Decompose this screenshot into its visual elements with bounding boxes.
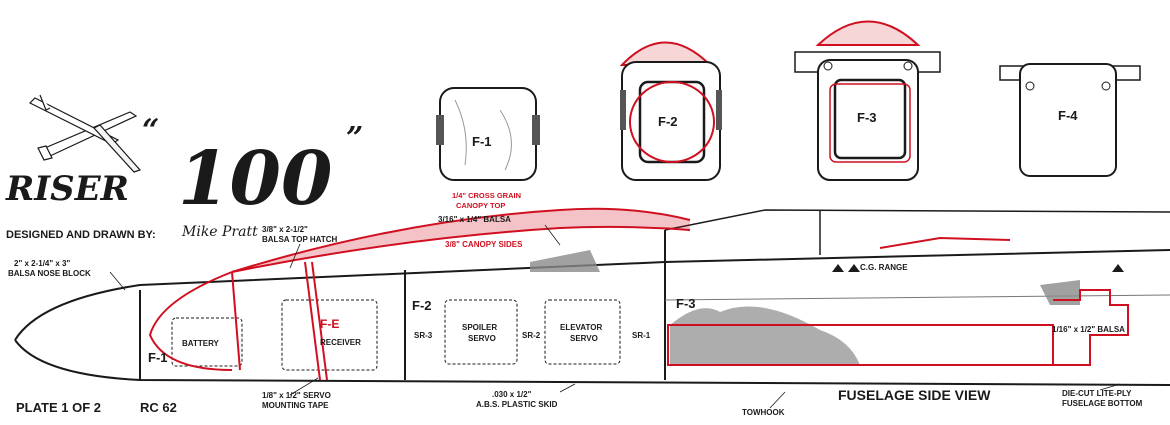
elevator-servo-label-1: ELEVATOR xyxy=(560,323,602,332)
former-f3-diagram: F-3 xyxy=(794,20,941,181)
elevator-servo-label-2: SERVO xyxy=(570,334,598,343)
bottom-callout-2: FUSELAGE BOTTOM xyxy=(1062,399,1143,408)
ballast-shading xyxy=(670,306,860,365)
rear-block-shading xyxy=(1040,280,1080,305)
cg-range-callout: C.G. RANGE xyxy=(860,263,908,272)
servo-tape-callout-1: 1/8" x 1/2" SERVO xyxy=(262,391,331,400)
hatch-callout-1: 3/8" x 2-1/2" xyxy=(262,225,308,234)
fe-former-note: F-E xyxy=(320,317,339,331)
fuselage-f1-label: F-1 xyxy=(148,350,168,365)
former-f4-diagram: F-4 xyxy=(999,63,1141,177)
cross-grain-note-2: CANOPY TOP xyxy=(456,201,505,210)
hatch-block-shading xyxy=(530,250,600,272)
designer-label: DESIGNED AND DRAWN BY: xyxy=(6,229,156,241)
plan-code: RC 62 xyxy=(140,400,177,415)
canopy-markup xyxy=(148,207,1129,381)
spoiler-servo-label-1: SPOILER xyxy=(462,323,497,332)
nose-block-callout-1: 2" x 2-1/4" x 3" xyxy=(14,259,71,268)
fuselage-f3-label: F-3 xyxy=(676,296,696,311)
fuselage-outline xyxy=(14,209,1170,386)
former-f3-label: F-3 xyxy=(857,110,877,125)
hatch-callout-2: BALSA TOP HATCH xyxy=(262,235,337,244)
sr2-label: SR-2 xyxy=(522,331,541,340)
former-f1-label: F-1 xyxy=(472,134,492,149)
sr1-label: SR-1 xyxy=(632,331,651,340)
designer-signature: Mike Pratt xyxy=(181,224,258,240)
towhook-callout: TOWHOOK xyxy=(742,408,785,417)
skid-callout-2: A.B.S. PLASTIC SKID xyxy=(476,400,558,409)
former-f4-label: F-4 xyxy=(1058,108,1078,123)
canopy-fill xyxy=(232,208,690,272)
leader-lines xyxy=(109,224,1121,409)
fuselage-f2-label: F-2 xyxy=(412,298,432,313)
former-f2-diagram: F-2 xyxy=(619,41,722,181)
logo-model-word: RISER xyxy=(5,169,129,209)
logo-model-number: 100 xyxy=(178,136,332,222)
spoiler-servo-label-2: SERVO xyxy=(468,334,496,343)
nose-block-callout-2: BALSA NOSE BLOCK xyxy=(8,269,91,278)
servo-tape-callout-2: MOUNTING TAPE xyxy=(262,401,329,410)
logo-close-quote: ” xyxy=(346,121,363,156)
bottom-callout-1: DIE-CUT LITE-PLY xyxy=(1062,389,1132,398)
equipment-boxes xyxy=(171,299,621,371)
cross-grain-note-1: 1/4" CROSS GRAIN xyxy=(452,191,521,200)
rear-balsa-callout: 1/16" x 1/2" BALSA xyxy=(1052,325,1125,334)
former-f2-label: F-2 xyxy=(658,114,678,129)
plate-label: PLATE 1 OF 2 xyxy=(16,400,101,415)
hatch-side-callout: 3/16" x 1/4" BALSA xyxy=(438,215,511,224)
sr3-label: SR-3 xyxy=(414,331,433,340)
battery-label: BATTERY xyxy=(182,339,220,348)
glider-logo-icon xyxy=(28,94,142,173)
logo-open-quote: “ xyxy=(142,113,159,148)
view-title: FUSELAGE SIDE VIEW xyxy=(838,387,991,403)
skid-callout-1: .030 x 1/2" xyxy=(492,390,532,399)
former-f1-diagram: F-1 xyxy=(436,87,540,181)
canopy-sides-note: 3/8" CANOPY SIDES xyxy=(445,240,523,249)
receiver-label: RECEIVER xyxy=(320,338,361,347)
